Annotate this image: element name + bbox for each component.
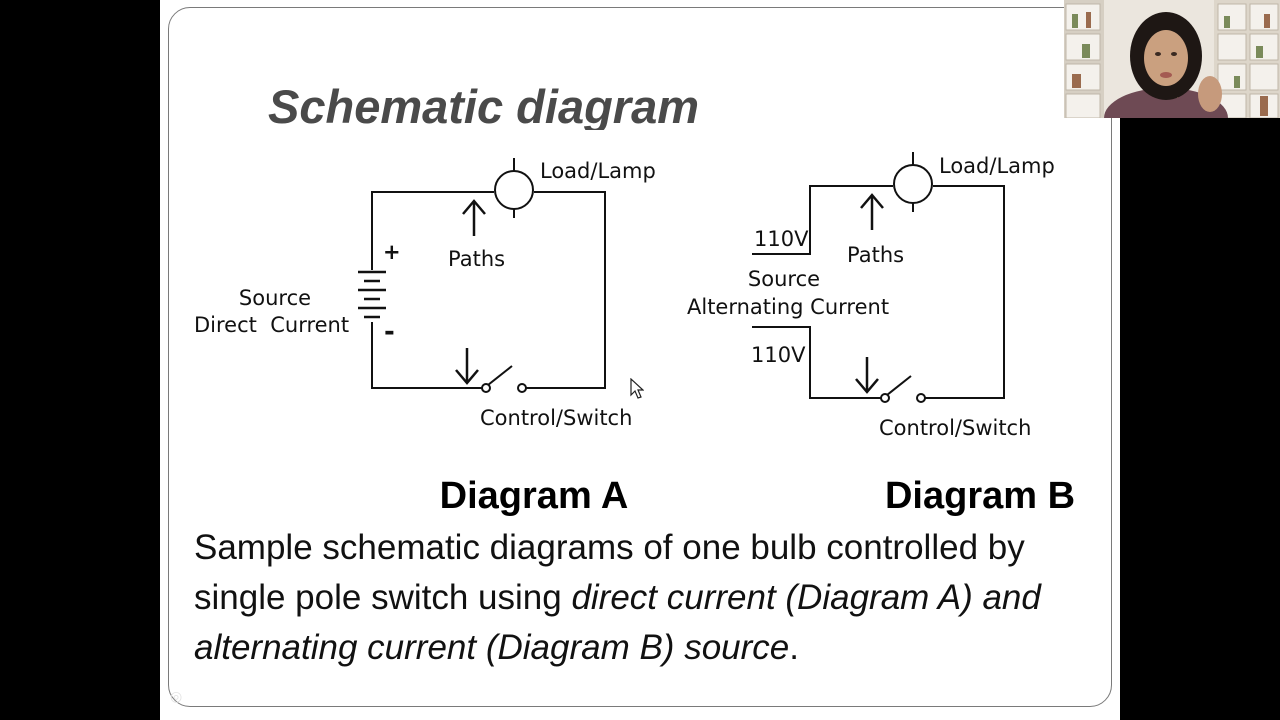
- arrow-down-icon: [855, 357, 879, 394]
- caption-end-text: .: [789, 628, 799, 667]
- voltage-bottom-label: 110V: [751, 343, 806, 367]
- arrow-down-icon: [455, 348, 479, 385]
- slide-title: Schematic diagram: [268, 80, 700, 130]
- diagram-b: Load/Lamp Paths 110V 110V Source Alterna…: [687, 152, 1075, 517]
- diagram-b-load-label: Load/Lamp: [939, 154, 1055, 178]
- slide-background: [160, 0, 1120, 720]
- diagram-b-title: Diagram B: [885, 475, 1075, 517]
- diagram-a-title: Diagram A: [440, 475, 629, 517]
- diagram-a-source-type-label: Direct Current: [194, 313, 349, 337]
- lamp-icon: [494, 158, 534, 218]
- slide-frame: [168, 7, 1112, 707]
- lamp-icon: [893, 152, 933, 212]
- diagram-b-wiring: [752, 185, 1005, 399]
- arrow-up-icon: [860, 193, 884, 230]
- caption-plain-text: Sample schematic diagrams of one bulb co…: [194, 528, 1025, 617]
- caption-italic-text: direct current (Diagram A) and alternati…: [194, 578, 1041, 667]
- diagram-a-paths-label: Paths: [448, 247, 505, 271]
- diagram-a-load-label: Load/Lamp: [540, 159, 656, 183]
- diagram-a-source-label: Source: [239, 286, 311, 310]
- diagram-b-source-type-label: Alternating Current: [687, 295, 889, 319]
- diagram-b-switch-label: Control/Switch: [879, 416, 1031, 440]
- diagram-a: Load/Lamp Paths Source Direct Current + …: [194, 158, 656, 517]
- diagram-a-switch-label: Control/Switch: [480, 406, 632, 430]
- diagram-b-source-label: Source: [748, 267, 820, 291]
- slide-caption: Sample schematic diagrams of one bulb co…: [194, 523, 1094, 673]
- mouse-pointer-icon: [630, 378, 644, 399]
- voltage-top-label: 110V: [754, 227, 809, 251]
- diagram-b-paths-label: Paths: [847, 243, 904, 267]
- diagram-a-wiring: [371, 191, 606, 389]
- presenter-video: [1064, 0, 1280, 118]
- plus-sign: +: [383, 240, 401, 264]
- webcam-overlay: [1064, 0, 1280, 118]
- slide-watermark: ◎: [170, 688, 183, 704]
- minus-sign: -: [384, 317, 395, 347]
- battery-icon: [358, 270, 386, 319]
- arrow-up-icon: [462, 199, 486, 236]
- switch-icon: [481, 365, 527, 393]
- switch-icon: [880, 375, 926, 403]
